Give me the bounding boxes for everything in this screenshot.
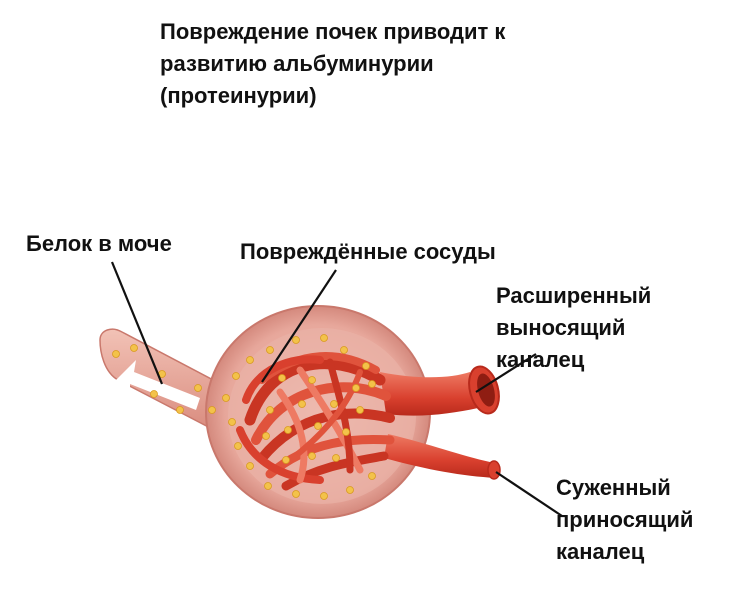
efferent-vessel	[380, 372, 478, 416]
afferent-line-1: Суженный	[556, 475, 671, 500]
efferent-line-1: Расширенный	[496, 283, 652, 308]
diagram-title: Повреждение почек приводит к развитию ал…	[160, 16, 680, 112]
protein-particles	[112, 334, 376, 500]
label-damaged-vessels: Повреждённые сосуды	[240, 239, 496, 264]
label-protein-in-urine: Белок в моче	[26, 231, 172, 256]
damaged-vessels	[236, 352, 395, 491]
title-line-1: Повреждение почек приводит к	[160, 19, 506, 44]
leader-lines	[110, 261, 563, 517]
afferent-line-2: приносящий	[556, 507, 694, 532]
efferent-line-3: каналец	[496, 347, 585, 372]
afferent-line-3: каналец	[556, 539, 645, 564]
efferent-line-2: выносящий	[496, 315, 626, 340]
arrow-icon	[116, 360, 200, 410]
title-line-3: (протеинурии)	[160, 83, 317, 108]
title-line-2: развитию альбуминурии	[160, 51, 434, 76]
label-afferent-tubule: Суженный приносящий каналец	[556, 472, 693, 568]
label-efferent-tubule: Расширенный выносящий каналец	[496, 280, 651, 376]
afferent-vessel	[384, 434, 496, 478]
